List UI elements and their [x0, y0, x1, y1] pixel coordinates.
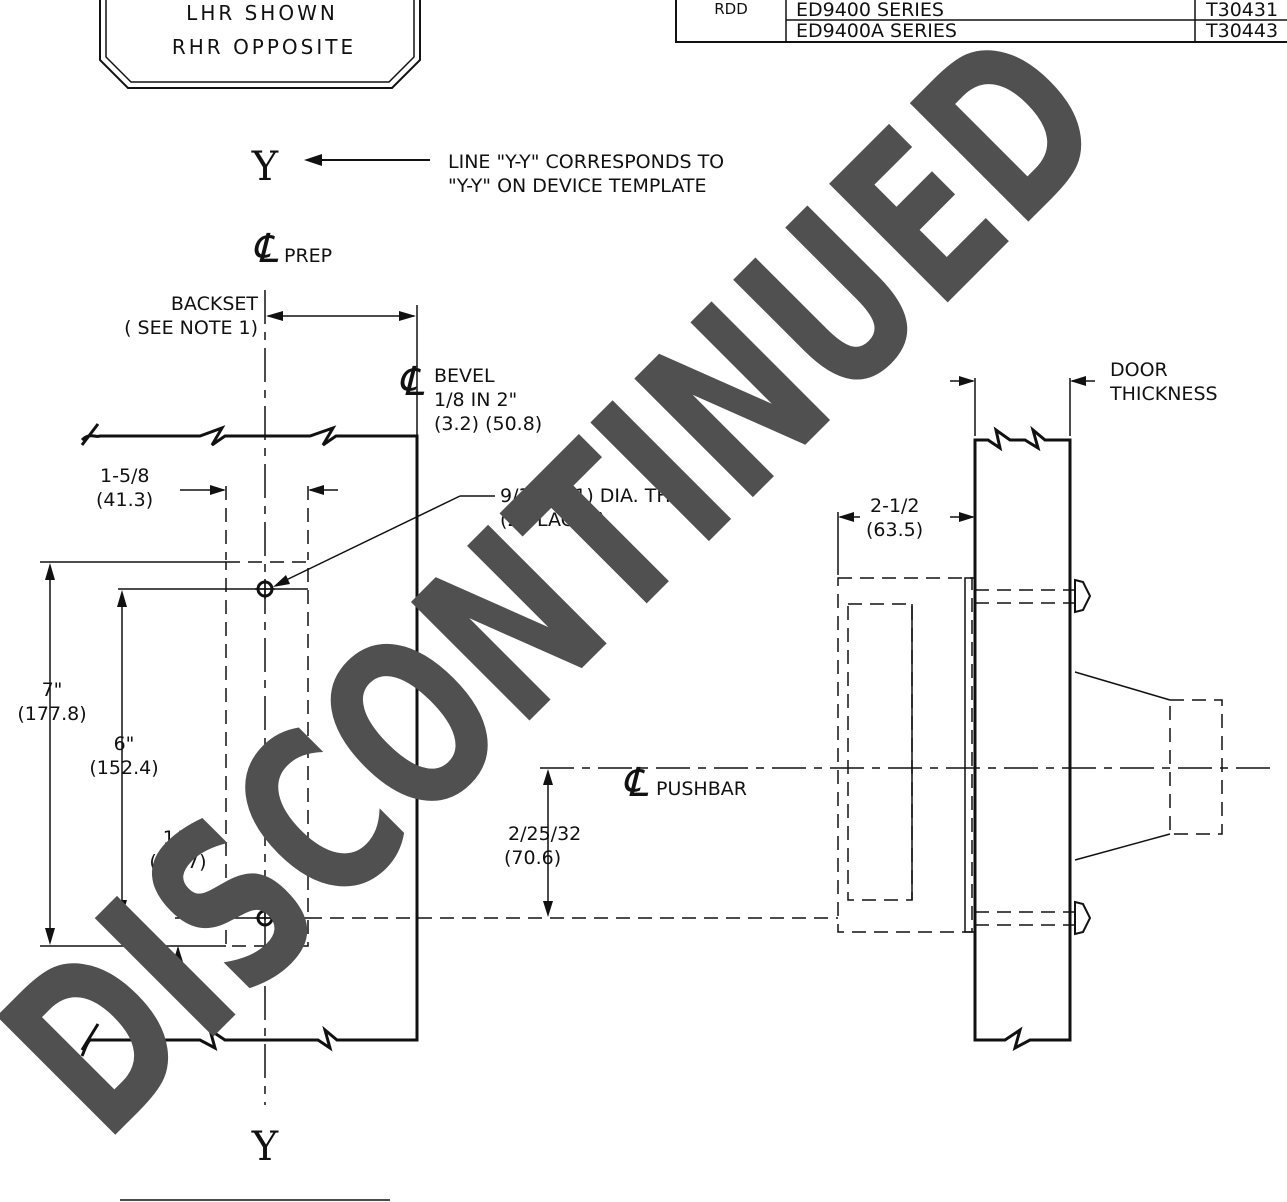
door-thickness-line-2: THICKNESS — [1109, 383, 1218, 405]
table-row-2-template: T30443 — [1205, 20, 1278, 42]
y-label-bottom: Y — [251, 1124, 279, 1170]
door-thickness-dimension: DOOR THICKNESS — [950, 359, 1218, 436]
dim-1-2-line-2: (12.7) — [149, 851, 206, 873]
y-axis: Y Y — [251, 144, 279, 1170]
table-row-1-series: ED9400 SERIES — [796, 0, 944, 21]
dim-7: 7" (177.8) — [17, 561, 226, 947]
dim-1-2: 1/2 (12.7) — [149, 827, 207, 975]
door-side-view — [837, 425, 1223, 1051]
bevel-line-2: (3.2) (50.8) — [434, 413, 542, 435]
centerline-symbol-bevel: ℄ — [398, 359, 425, 405]
template-table: RDD ED9400 SERIES T30431 ED9400A SERIES … — [675, 0, 1287, 43]
dim-2-1-2-line-1: 2-1/2 — [870, 495, 920, 517]
dim-6-line-1: 6" — [114, 733, 135, 755]
pushbar-label: PUSHBAR — [656, 778, 747, 800]
dim-1-5-8-line-1: 1-5/8 — [100, 465, 150, 487]
dim-1-5-8: 1-5/8 (41.3) — [96, 465, 338, 511]
yy-note: LINE "Y-Y" CORRESPONDS TO "Y-Y" ON DEVIC… — [304, 151, 724, 197]
centerline-pushbar: ℄ PUSHBAR — [540, 760, 1275, 806]
bevel-label: BEVEL — [434, 365, 495, 387]
dim-1-2-line-1: 1/2 — [163, 827, 194, 849]
table-row-2-series: ED9400A SERIES — [796, 20, 957, 42]
table-group-label: RDD — [714, 0, 748, 18]
handing-line-1: LHR SHOWN — [186, 1, 338, 25]
backset-line-2: ( SEE NOTE 1) — [124, 317, 258, 339]
dim-7-line-2: (177.8) — [17, 703, 86, 725]
bevel-note: ℄ BEVEL 1/8 IN 2" (3.2) (50.8) — [398, 359, 542, 435]
dim-7-line-1: 7" — [42, 679, 63, 701]
door-front-view — [80, 423, 838, 1057]
dim-6: 6" (152.4) — [89, 590, 159, 917]
prep-label: PREP — [284, 245, 332, 267]
yy-note-line-2: "Y-Y" ON DEVICE TEMPLATE — [448, 175, 706, 197]
y-label-top: Y — [251, 144, 279, 190]
centerline-symbol-prep: ℄ — [252, 226, 279, 272]
table-row-1-template: T30431 — [1205, 0, 1278, 21]
dim-2-25-32-line-1: 2/25/32 — [508, 823, 581, 845]
centerline-prep: ℄ PREP — [252, 226, 332, 272]
dim-2-1-2-line-2: (63.5) — [866, 519, 923, 541]
dim-1-5-8-line-2: (41.3) — [96, 489, 153, 511]
bevel-line-1: 1/8 IN 2" — [434, 389, 517, 411]
dim-2-25-32: 2/25/32 (70.6) — [504, 769, 581, 917]
hole-note: 9/32 (7.1) DIA. THRU (2 PLACES) — [273, 485, 698, 587]
centerline-symbol-pushbar: ℄ — [622, 760, 649, 806]
dim-6-line-2: (152.4) — [89, 757, 158, 779]
hole-note-line-1: 9/32 (7.1) DIA. THRU — [500, 485, 698, 507]
backset-dimension: BACKSET ( SEE NOTE 1) — [124, 293, 418, 438]
backset-line-1: BACKSET — [171, 293, 258, 315]
dim-2-25-32-line-2: (70.6) — [504, 847, 561, 869]
door-thickness-line-1: DOOR — [1110, 359, 1168, 381]
hole-note-line-2: (2 PLACES) — [500, 509, 605, 531]
handing-box: LHR SHOWN RHR OPPOSITE — [99, 0, 421, 89]
handing-line-2: RHR OPPOSITE — [172, 35, 356, 59]
yy-note-line-1: LINE "Y-Y" CORRESPONDS TO — [448, 151, 724, 173]
dim-2-1-2: 2-1/2 (63.5) — [837, 495, 976, 575]
